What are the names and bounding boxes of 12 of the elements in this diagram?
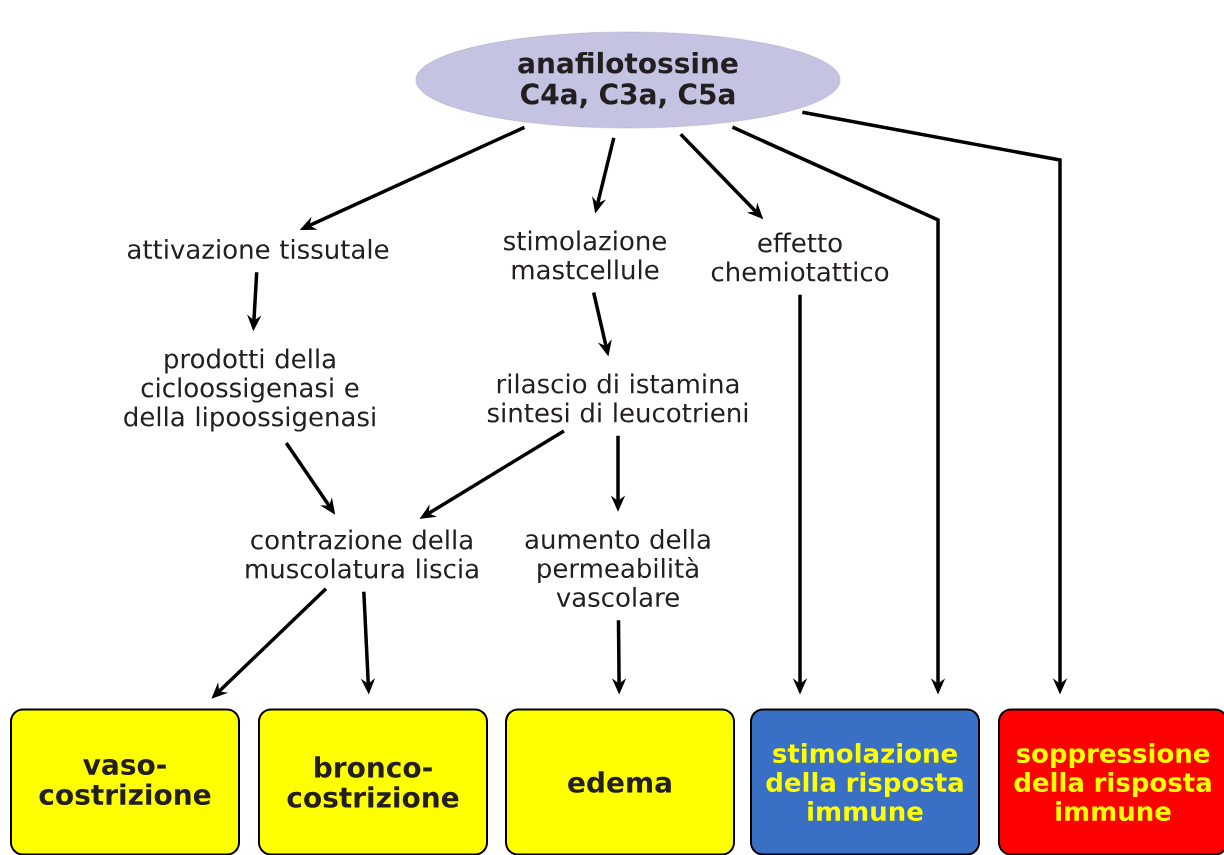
effect-box: vaso- costrizione [10,708,240,855]
step-text: prodotti della cicloossigenasi e della lipoossigenasi [124,348,375,432]
step-text: effetto chemiotattico [711,232,889,282]
step-text: stimolazione mastcellule [504,230,666,280]
step-text: rilascio di istamina sintesi di leucotrieni [487,373,748,423]
step-text: contrazione della muscolatura liscia [246,529,478,579]
step-text: attivazione tissutale [128,238,389,260]
effect-box: bronco- costrizione [258,708,488,855]
step-text: aumento della permeabilità vascolare [525,528,710,608]
effect-box: edema [505,708,735,855]
effect-box: soppressione della risposta immune [998,708,1224,855]
effect-box: stimolazione della risposta immune [750,708,980,855]
